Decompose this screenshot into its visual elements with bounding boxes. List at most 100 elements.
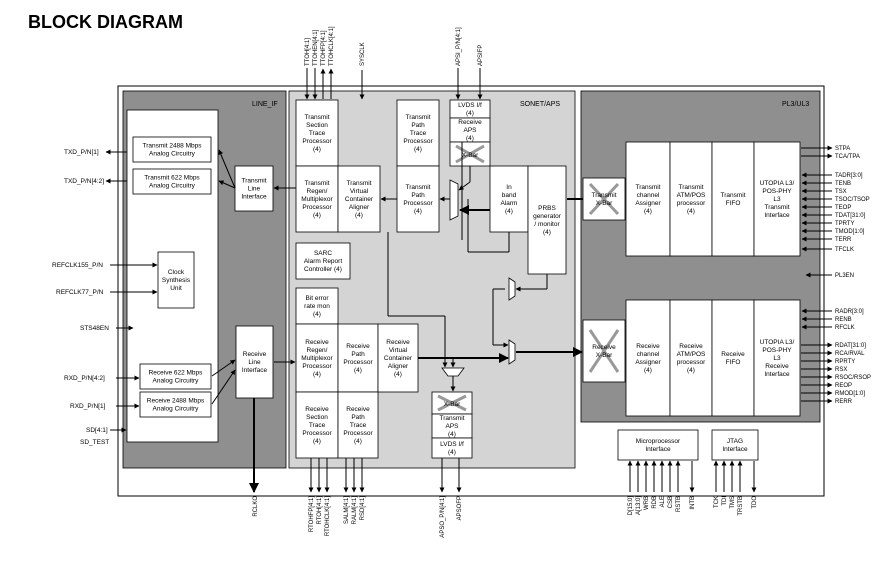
- rx-section-trace-block: [295, 391, 339, 459]
- tx-fifo-block: [711, 141, 755, 257]
- signal-rsx: RSX: [835, 367, 847, 373]
- signal-tadr: TADR[3:0]: [835, 173, 863, 179]
- signal-trstb: TRSTB: [738, 496, 744, 516]
- signal-rsoc-rsop: RSOC/RSOP: [835, 375, 871, 381]
- signal-renb: RENB: [835, 317, 852, 323]
- lvds-top-label: LVDS I/f(4): [458, 102, 482, 117]
- tx-utopia-block: [753, 141, 801, 257]
- signal-apso-pn: APSO_P/N[4:1]: [440, 496, 446, 538]
- xbar-top-label: X-Bar: [462, 152, 479, 159]
- rx2488-analog-block: [139, 391, 212, 418]
- signal-refclk77: REFCLK77_P/N: [56, 289, 104, 296]
- jtag-interface-block: [711, 429, 759, 461]
- signal-stpa: STPA: [835, 146, 850, 152]
- signal-rdb: RDB: [652, 496, 658, 509]
- rx-utopia-block: [753, 299, 801, 417]
- signal-tprty: TPRTY: [835, 221, 855, 227]
- lvds-bottom-block: [431, 437, 473, 459]
- prbs-mux-upper-icon: [508, 277, 516, 301]
- microprocessor-interface-block: [617, 429, 699, 461]
- signal-tdo: TDO: [752, 496, 758, 509]
- tx-mux-icon: [449, 179, 459, 221]
- signal-sts48en: STS48EN: [80, 325, 109, 332]
- rx622-analog-block: [139, 363, 212, 390]
- signal-ttohen: TTOHEN[4:1]: [313, 29, 319, 66]
- signal-rxd-pn1: RXD_P/N[1]: [70, 403, 106, 410]
- signal-sysclk: SYSCLK: [360, 42, 366, 66]
- signal-apsi-pn: APSI_P/N[4:1]: [456, 27, 462, 66]
- signal-tenb: TENB: [835, 181, 851, 187]
- signal-tfclk: TFCLK: [835, 247, 854, 253]
- transmit-xbar-icon: [588, 182, 620, 216]
- signal-radr: RADR[3:0]: [835, 309, 864, 315]
- tx622-analog-block: [132, 168, 212, 195]
- signal-tck: TCK: [714, 496, 720, 508]
- signal-refclk155: REFCLK155_P/N: [52, 262, 103, 269]
- tx-vc-aligner-block: [337, 165, 381, 233]
- tx-path-processor-block: [396, 165, 440, 233]
- tx-atm-processor-block: [669, 141, 713, 257]
- rx-regen-mux-block: [295, 323, 339, 393]
- signal-a: A[13:0]: [636, 496, 642, 515]
- section-label-line-if: LINE_IF: [252, 101, 278, 108]
- signal-wrb: WRB: [644, 496, 650, 510]
- prbs-block: [527, 165, 567, 275]
- signal-rfclk: RFCLK: [835, 325, 855, 331]
- signal-ttoh: TTOH[4:1]: [305, 38, 311, 66]
- signal-rsd: RSD[4:1]: [360, 496, 366, 521]
- prbs-mux-lower-icon: [508, 339, 516, 365]
- signal-rstb: RSTB: [676, 496, 682, 512]
- transmit-line-interface-block: [234, 165, 274, 212]
- tx-channel-assigner-block: [625, 141, 671, 257]
- signal-d: D[15:0]: [628, 496, 634, 516]
- signal-rtohclk: RTOHCLK[4:1]: [325, 496, 331, 536]
- signal-tsoc-tsop: TSOC/TSOP: [835, 197, 870, 203]
- receive-xbar-icon: [588, 329, 620, 373]
- signal-reop: REOP: [835, 383, 852, 389]
- rx-atm-processor-block: [669, 299, 713, 417]
- tx-path-trace-block: [396, 99, 440, 167]
- signal-tmod: TMOD[1:0]: [835, 229, 865, 235]
- lvds-bottom-label: LVDS I/f(4): [440, 441, 464, 456]
- aps-mux-icon: [441, 367, 465, 377]
- section-label-sonet-aps: SONET/APS: [520, 101, 560, 108]
- signal-sd-test: SD_TEST: [80, 439, 109, 446]
- signal-rtoh: RTOH[4:1]: [317, 496, 323, 525]
- rx-fifo-block: [711, 299, 755, 417]
- signal-salm: SALM[4:1]: [344, 496, 350, 524]
- signal-apsofp: APSOFP: [457, 496, 463, 520]
- signal-tdi: TDI: [722, 496, 728, 506]
- tx-section-trace-block: [295, 99, 339, 167]
- signal-ttohclk: TTOHCLK[4:1]: [329, 26, 335, 66]
- signal-teop: TEOP: [835, 205, 851, 211]
- xbar-bottom-icon: [437, 394, 467, 412]
- rx-path-trace-block: [337, 391, 379, 459]
- signal-terr: TERR: [835, 237, 852, 243]
